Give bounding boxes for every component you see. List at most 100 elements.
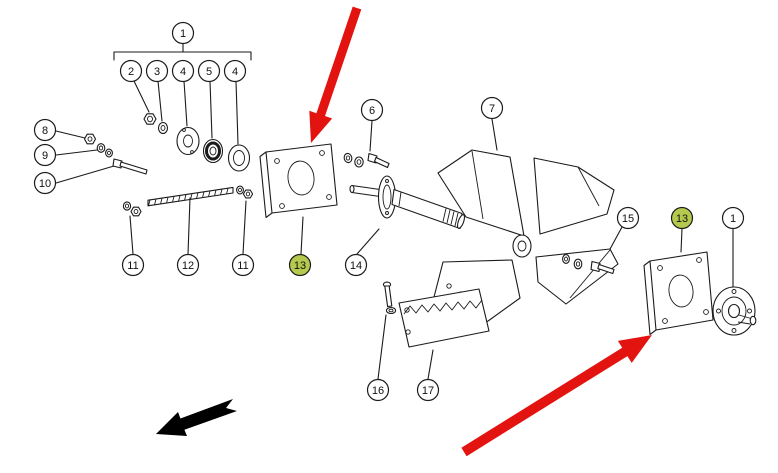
- callout-circle[interactable]: [33, 143, 57, 167]
- callout-9[interactable]: 9: [33, 143, 57, 167]
- mounting-plate-left-drawing: [259, 143, 338, 219]
- washer-6b: [354, 156, 364, 168]
- callout-label: 6: [369, 105, 375, 117]
- plate-left-hole: [319, 150, 325, 156]
- washer-11-left: [122, 201, 132, 211]
- callout-11-right[interactable]: 11: [231, 253, 255, 277]
- callout-3[interactable]: 3: [145, 59, 169, 83]
- plate-left-big-hole: [287, 160, 315, 196]
- shaft-stub-end: [349, 184, 355, 194]
- callout-13-right-highlighted[interactable]: 13: [670, 206, 694, 230]
- callout-2[interactable]: 2: [119, 59, 143, 83]
- callout-label: 8: [42, 125, 48, 137]
- hub-drawing: [712, 286, 757, 336]
- plate-left-fold: [259, 151, 273, 219]
- callout-circle[interactable]: [145, 59, 169, 83]
- callout-4b[interactable]: 4: [223, 59, 247, 83]
- washer-9b-bore: [107, 150, 111, 156]
- callout-circle-highlighted[interactable]: [288, 253, 312, 277]
- plate-17-hole: [404, 307, 410, 313]
- flange-4: [176, 126, 200, 156]
- callout-16[interactable]: 16: [366, 378, 390, 402]
- washer-15a-bore: [564, 256, 568, 262]
- callout-label: 17: [422, 385, 434, 397]
- hub-bolt-hole: [731, 289, 737, 294]
- callout-circle[interactable]: [231, 253, 255, 277]
- washer-9a: [96, 143, 106, 153]
- plate-right-fold: [643, 260, 657, 336]
- plate-left-hole: [279, 203, 285, 209]
- callout-circle[interactable]: [344, 253, 368, 277]
- plate-left-hole: [326, 194, 332, 200]
- callout-circle[interactable]: [416, 378, 440, 402]
- callout-label: 11: [237, 260, 248, 272]
- callout-circle[interactable]: [176, 253, 200, 277]
- washer-15b: [573, 258, 583, 270]
- callout-circle[interactable]: [171, 59, 195, 83]
- plate-left-outline: [265, 143, 338, 214]
- hub-bolt-hole: [731, 328, 737, 333]
- rod-12-outline: [147, 186, 234, 207]
- hub-stub: [749, 315, 757, 326]
- bearing-assembly-drawing: [143, 113, 251, 172]
- flange-4-bore: [183, 134, 193, 148]
- shaft-flange-inner: [382, 184, 392, 210]
- callout-label: 1: [730, 213, 736, 225]
- callout-7[interactable]: 7: [480, 96, 504, 120]
- callout-circle-highlighted[interactable]: [670, 206, 694, 230]
- plate-17-hole: [405, 329, 411, 335]
- callout-5[interactable]: 5: [197, 59, 221, 83]
- rod-12-threads: [148, 187, 229, 206]
- red-arrow-bottom: [461, 335, 652, 457]
- shaft-drawing: [349, 175, 466, 230]
- callout-11-left[interactable]: 11: [121, 253, 145, 277]
- mounting-plate-right-drawing: [643, 251, 714, 336]
- bolt-16-body: [384, 285, 393, 308]
- flange-4-hole: [190, 150, 194, 154]
- plate-right-outline: [649, 251, 714, 331]
- bolt-6-shaft: [373, 156, 390, 169]
- callout-8[interactable]: 8: [33, 118, 57, 142]
- callout-label: 2: [128, 66, 134, 78]
- callout-6[interactable]: 6: [360, 98, 384, 122]
- callout-circle[interactable]: [360, 98, 384, 122]
- callout-17[interactable]: 17: [416, 378, 440, 402]
- washer-15a: [562, 254, 570, 264]
- plate-right-hole: [703, 309, 709, 315]
- fan-hub-bore: [517, 240, 527, 252]
- callout-4a[interactable]: 4: [171, 59, 195, 83]
- callout-circle[interactable]: [366, 378, 390, 402]
- shaft-flange-hole: [385, 211, 389, 215]
- hub-boss: [727, 303, 741, 319]
- callout-circle[interactable]: [721, 206, 745, 230]
- plate-right-hole: [696, 257, 702, 263]
- fan-blade-upper-right: [533, 157, 615, 235]
- callout-circle[interactable]: [33, 171, 57, 195]
- flange-4-hole: [182, 128, 186, 132]
- callout-circle[interactable]: [121, 253, 145, 277]
- callout-label: 7: [489, 103, 495, 115]
- callout-circle[interactable]: [197, 59, 221, 83]
- callout-leaders: [55, 80, 734, 380]
- callout-1-bracket[interactable]: 1: [171, 21, 195, 45]
- callout-10[interactable]: 10: [33, 171, 57, 195]
- bolt-16-washer: [385, 306, 397, 315]
- washer-9b: [105, 148, 113, 158]
- callout-label: 12: [182, 260, 194, 272]
- bolt-washers-6-drawing: [343, 152, 390, 169]
- callout-15[interactable]: 15: [616, 206, 640, 230]
- callout-1-hub[interactable]: 1: [721, 206, 745, 230]
- callout-circle[interactable]: [33, 118, 57, 142]
- callout-circle[interactable]: [480, 96, 504, 120]
- callout-circle[interactable]: [119, 59, 143, 83]
- callout-label: 11: [127, 260, 138, 272]
- group-bracket: [113, 43, 252, 61]
- callout-circle[interactable]: [616, 206, 640, 230]
- callout-circle[interactable]: [171, 21, 195, 45]
- callout-14[interactable]: 14: [344, 253, 368, 277]
- callout-13-left-highlighted[interactable]: 13: [288, 253, 312, 277]
- bolt-16-washer-bore: [388, 308, 394, 313]
- callout-12[interactable]: 12: [176, 253, 200, 277]
- callout-circle[interactable]: [223, 59, 247, 83]
- hex-nut-8: [83, 133, 97, 145]
